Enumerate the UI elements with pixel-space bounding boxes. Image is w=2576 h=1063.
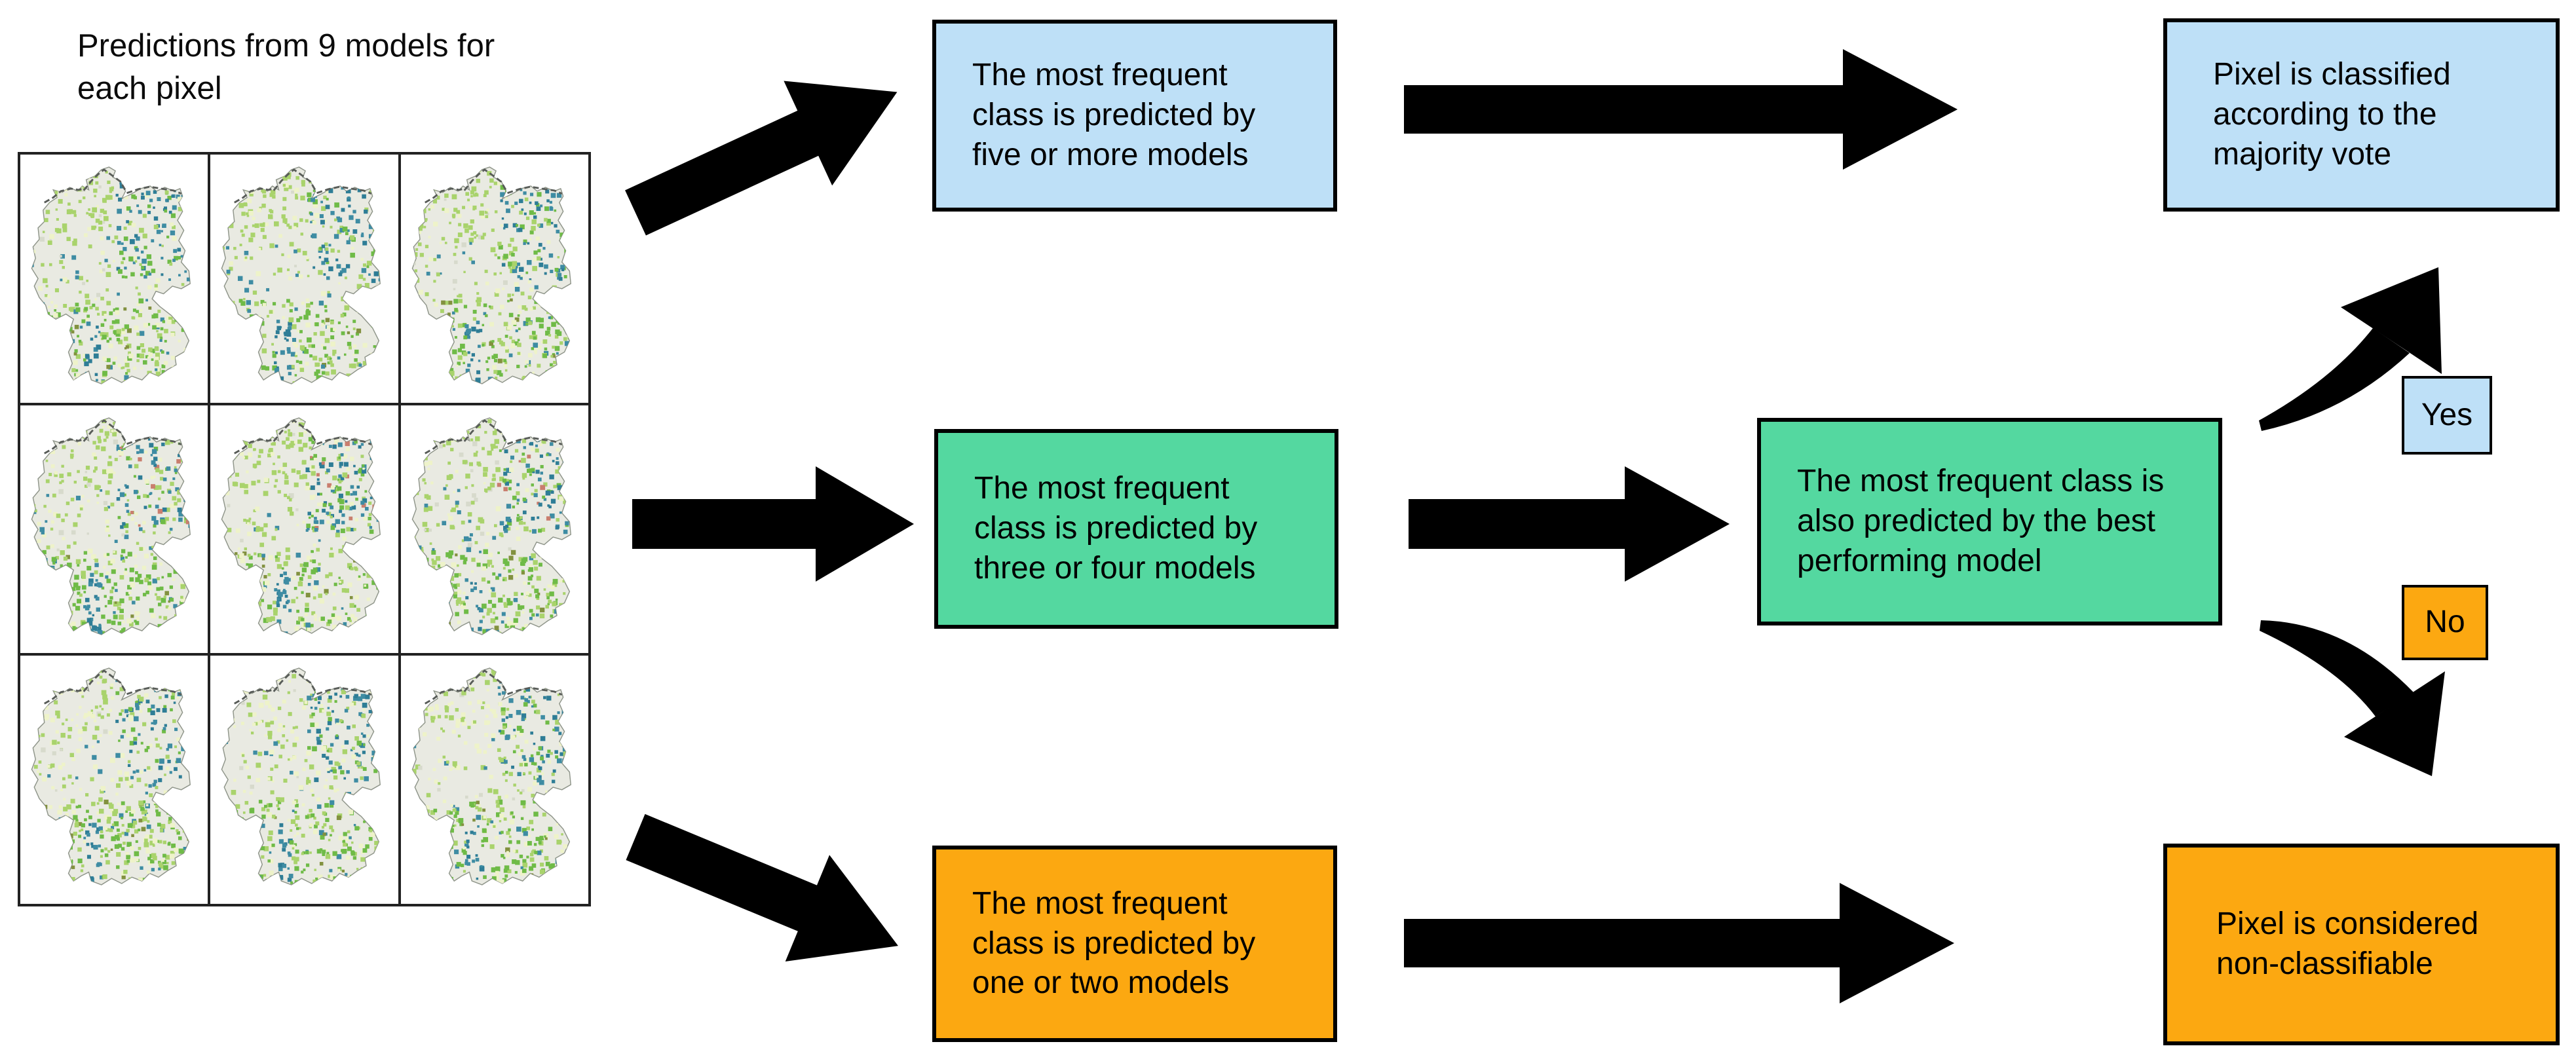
label-yes-text: Yes (2421, 397, 2473, 432)
box-three-or-four-text: The most frequent class is predicted by … (974, 471, 1258, 586)
germany-prediction-map (31, 667, 191, 886)
label-yes: Yes (2402, 376, 2492, 455)
box-one-or-two-text: The most frequent class is predicted by … (972, 886, 1256, 1001)
model-predictions-grid (18, 152, 591, 906)
arrow-three-or-four-to-best-model-icon (1409, 466, 1730, 582)
box-five-or-more-text: The most frequent class is predicted by … (972, 58, 1256, 172)
map-cell (20, 656, 208, 904)
box-non-classifiable-text: Pixel is considered non-classifiable (2216, 906, 2479, 981)
arrow-maps-to-three-or-four-icon (632, 466, 914, 582)
label-no-text: No (2425, 605, 2465, 640)
arrow-five-or-more-to-majority-icon (1404, 49, 1958, 170)
diagram-title: Predictions from 9 models for each pixel (77, 28, 495, 106)
box-non-classifiable: Pixel is considered non-classifiable (2163, 844, 2560, 1045)
germany-prediction-map (411, 417, 571, 635)
map-cell (400, 405, 588, 654)
box-best-model: The most frequent class is also predicte… (1757, 418, 2222, 625)
map-cell (210, 155, 398, 403)
germany-prediction-map (221, 667, 381, 886)
map-cell (210, 405, 398, 654)
map-cell (210, 656, 398, 904)
box-majority-vote: Pixel is classified according to the maj… (2163, 18, 2560, 212)
map-cell (20, 405, 208, 654)
box-five-or-more: The most frequent class is predicted by … (932, 20, 1337, 212)
arrow-one-or-two-to-non-classifiable-icon (1404, 883, 1954, 1003)
germany-prediction-map (221, 417, 381, 635)
box-best-model-text: The most frequent class is also predicte… (1797, 464, 2165, 578)
box-three-or-four: The most frequent class is predicted by … (934, 429, 1338, 629)
box-majority-vote-text: Pixel is classified according to the maj… (2213, 57, 2451, 172)
germany-prediction-map (411, 166, 571, 384)
germany-prediction-map (31, 166, 191, 384)
map-cell (400, 155, 588, 403)
map-cell (20, 155, 208, 403)
arrow-maps-to-one-or-two-icon (626, 813, 898, 961)
germany-prediction-map (31, 417, 191, 635)
germany-prediction-map (411, 667, 571, 886)
map-cell (400, 656, 588, 904)
label-no: No (2402, 585, 2488, 660)
box-one-or-two: The most frequent class is predicted by … (932, 846, 1337, 1042)
arrow-maps-to-five-or-more-icon (625, 81, 898, 236)
germany-prediction-map (221, 166, 381, 384)
